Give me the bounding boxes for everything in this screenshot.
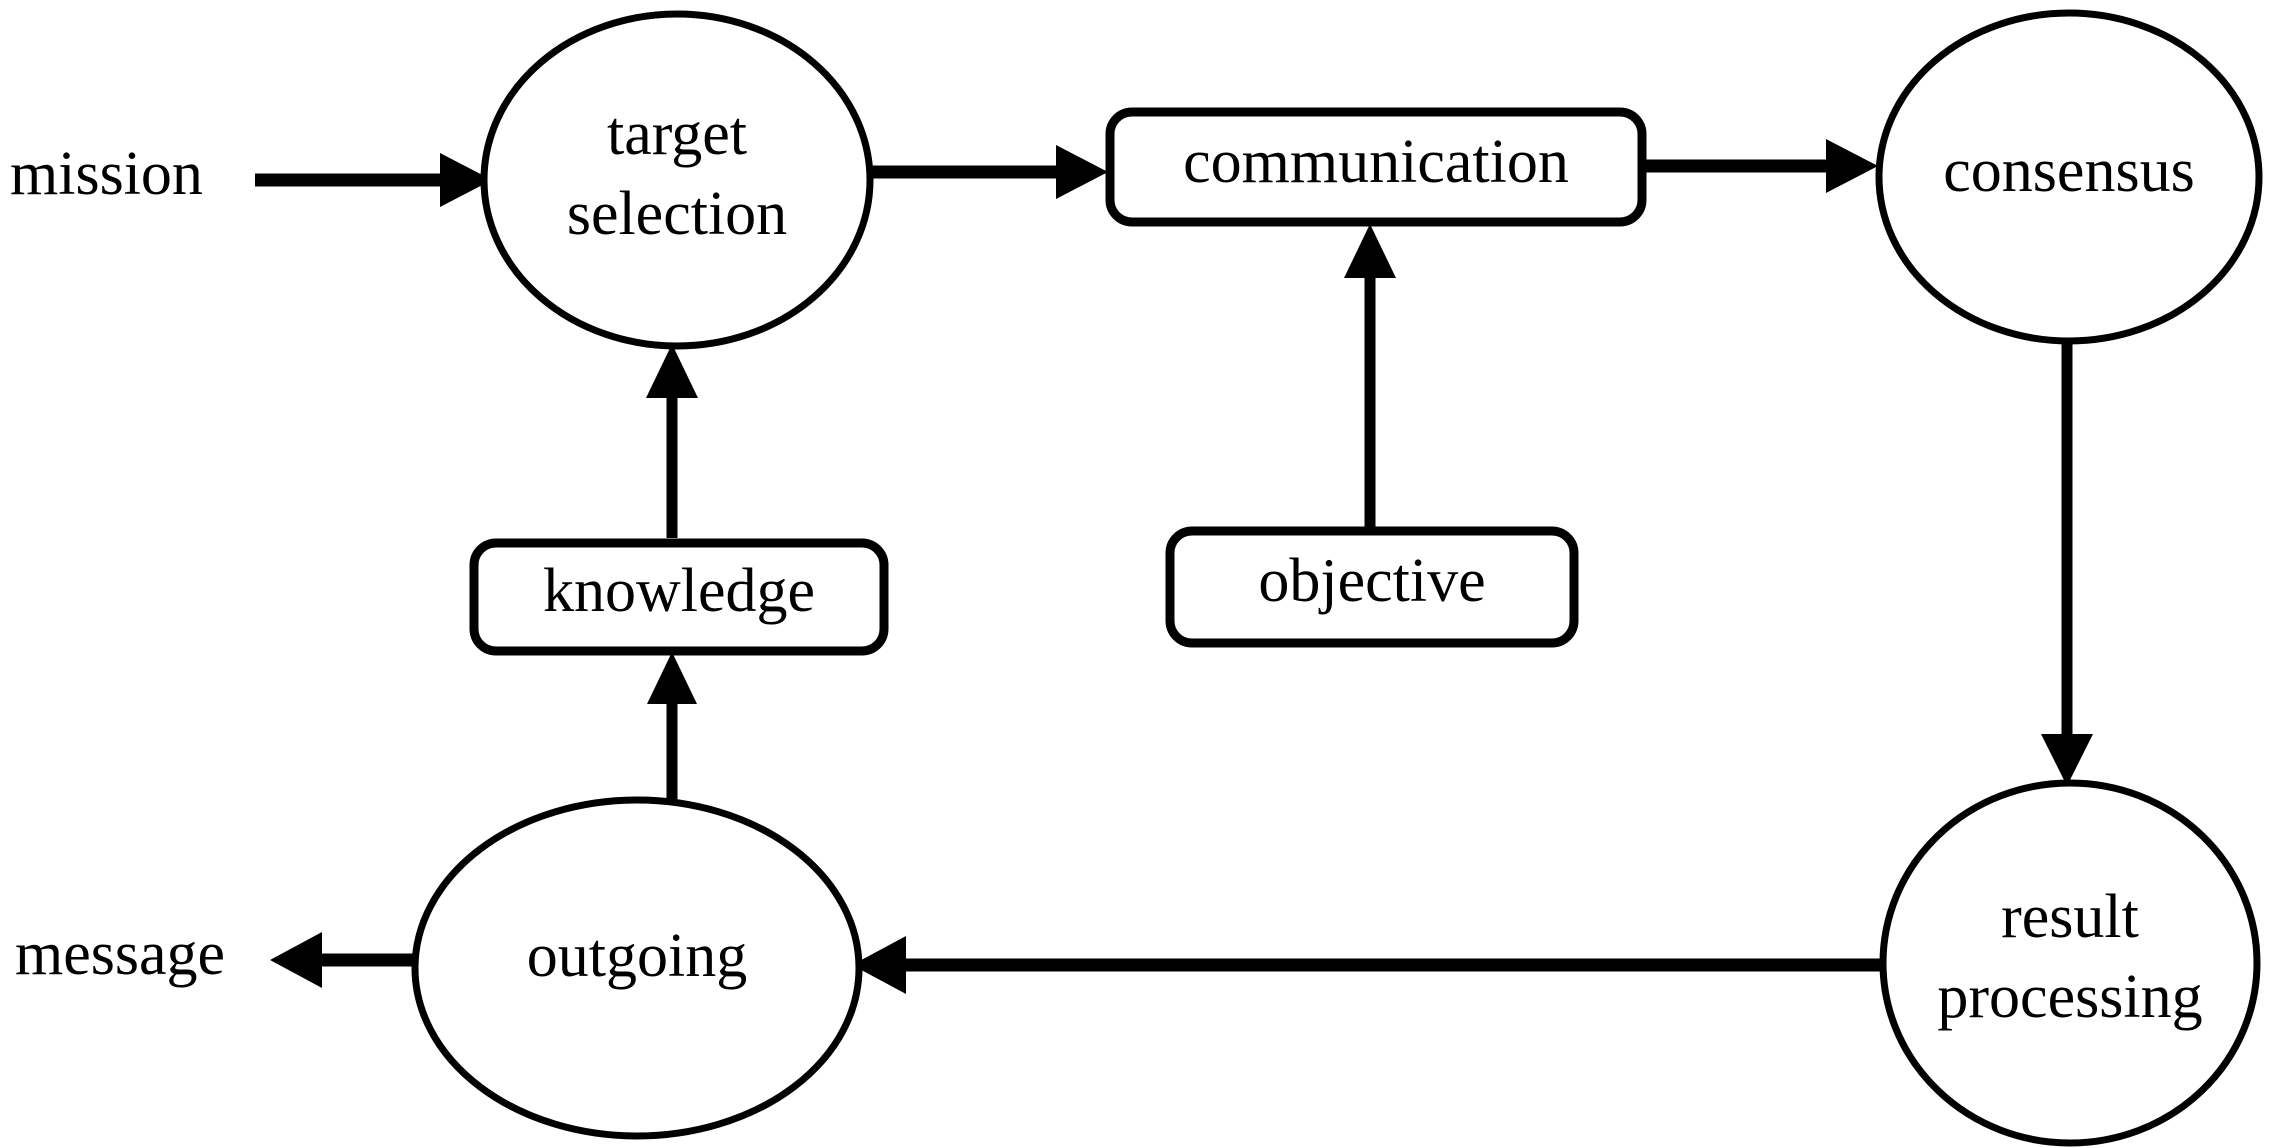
node-result-processing[interactable]: result processing <box>1879 779 2261 1147</box>
edge-objective-to-communication <box>1344 224 1396 528</box>
edge-target-selection-to-communication <box>862 145 1108 199</box>
node-message-label: message <box>15 920 225 988</box>
edge-mission-to-target-selection <box>255 153 492 207</box>
node-outgoing-label: outgoing <box>527 922 747 990</box>
node-communication-shape <box>1105 107 1647 227</box>
node-communication-label: communication <box>1183 128 1569 196</box>
edge-consensus-to-result-processing <box>2041 338 2093 786</box>
node-result-processing-label-line1: result <box>2001 883 2139 951</box>
node-knowledge-shape <box>469 538 889 656</box>
node-mission-label: mission <box>10 140 203 208</box>
node-knowledge[interactable]: knowledge <box>469 538 889 656</box>
node-target-selection-shape <box>480 10 874 350</box>
node-consensus-shape <box>1875 9 2263 345</box>
edge-knowledge-to-target-selection <box>646 344 698 538</box>
node-consensus[interactable]: consensus <box>1875 9 2263 345</box>
edge-result-processing-to-outgoing <box>852 936 1888 994</box>
node-outgoing-shape <box>411 796 863 1140</box>
node-result-processing-label-line2: processing <box>1937 963 2202 1031</box>
edge-outgoing-to-message <box>270 932 420 988</box>
node-communication[interactable]: communication <box>1105 107 1647 227</box>
node-consensus-label: consensus <box>1943 137 2194 205</box>
node-target-selection-label-line2: selection <box>567 180 787 248</box>
node-objective-shape <box>1165 526 1579 648</box>
node-outgoing[interactable]: outgoing <box>411 796 863 1140</box>
node-objective-label: objective <box>1258 547 1485 615</box>
node-result-processing-shape <box>1879 779 2261 1147</box>
node-objective[interactable]: objective <box>1165 526 1579 648</box>
node-target-selection-label-line1: target <box>607 100 747 168</box>
edge-communication-to-consensus <box>1642 139 1878 193</box>
node-target-selection[interactable]: target selection <box>480 10 874 350</box>
edge-outgoing-to-knowledge <box>647 652 697 800</box>
node-knowledge-label: knowledge <box>543 557 815 625</box>
